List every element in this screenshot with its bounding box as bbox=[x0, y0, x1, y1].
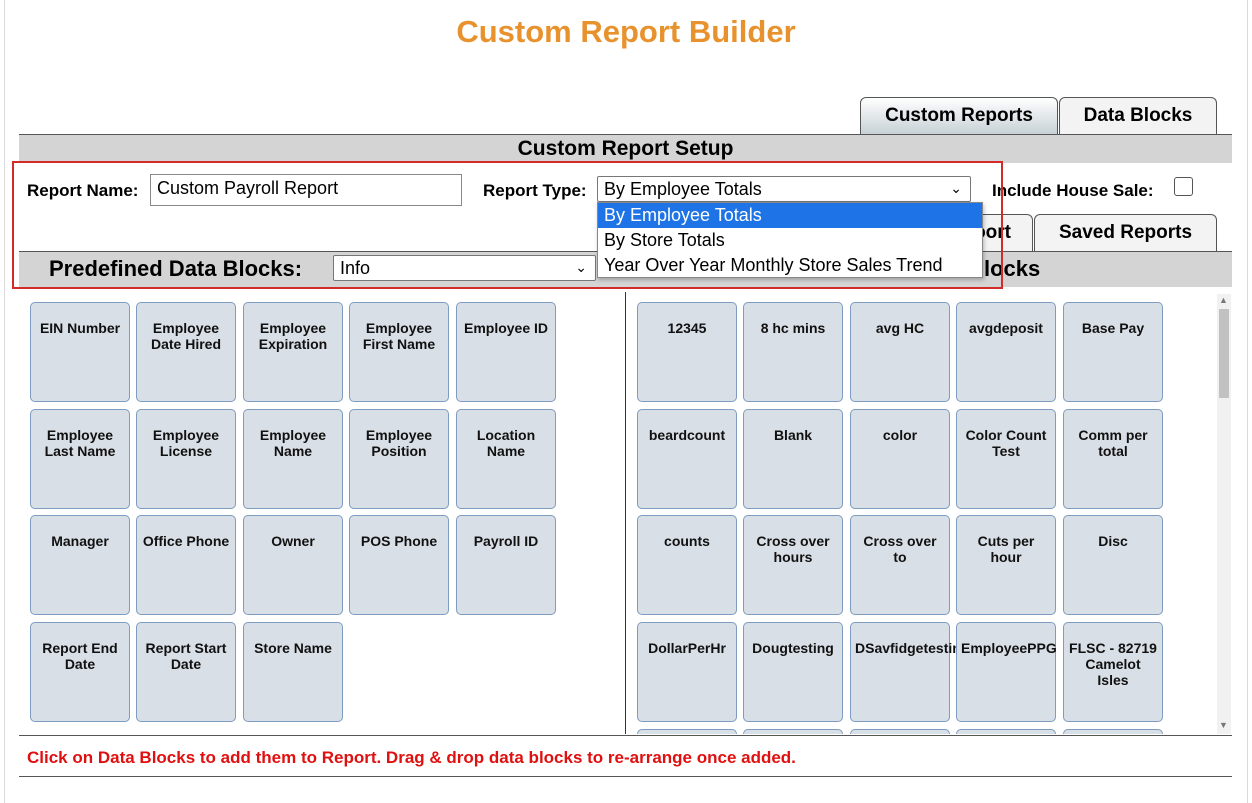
data-block[interactable]: Report Start Date bbox=[136, 622, 236, 722]
tab-custom-reports[interactable]: Custom Reports bbox=[860, 97, 1058, 135]
report-type-value: By Employee Totals bbox=[604, 179, 762, 199]
tab-data-blocks[interactable]: Data Blocks bbox=[1059, 97, 1217, 135]
data-block[interactable]: Disc bbox=[1063, 515, 1163, 615]
include-house-sale-checkbox[interactable] bbox=[1174, 177, 1193, 196]
report-type-option[interactable]: By Store Totals bbox=[604, 230, 725, 250]
scrollbar-thumb[interactable] bbox=[1219, 309, 1229, 398]
setup-title: Custom Report Setup bbox=[517, 137, 734, 160]
scroll-down-arrow-icon[interactable]: ▼ bbox=[1219, 720, 1228, 730]
data-block[interactable]: Owner bbox=[243, 515, 343, 615]
data-block[interactable]: Employee Expiration bbox=[243, 302, 343, 402]
data-block[interactable]: EmployeePPG bbox=[956, 622, 1057, 722]
report-name-label: Report Name: bbox=[27, 181, 139, 200]
data-block[interactable]: Employee First Name bbox=[349, 302, 449, 402]
data-block[interactable]: Report End Date bbox=[30, 622, 130, 722]
data-block[interactable]: Employee Date Hired bbox=[136, 302, 236, 402]
page-frame bbox=[4, 0, 1248, 803]
scrollbar-track[interactable] bbox=[1217, 294, 1231, 734]
data-block[interactable]: Base Pay bbox=[1063, 302, 1163, 402]
data-block[interactable]: beardcount bbox=[637, 409, 737, 509]
scroll-up-arrow-icon[interactable]: ▲ bbox=[1219, 295, 1228, 305]
data-block[interactable] bbox=[850, 729, 950, 734]
page-title: Custom Report Builder bbox=[456, 14, 796, 49]
data-block[interactable]: color bbox=[850, 409, 950, 509]
data-block[interactable]: Office Phone bbox=[136, 515, 236, 615]
divider bbox=[19, 735, 1232, 736]
data-block[interactable]: Manager bbox=[30, 515, 130, 615]
data-block[interactable]: Color Count Test bbox=[956, 409, 1056, 509]
data-block[interactable] bbox=[1063, 729, 1163, 734]
data-block[interactable]: Cross over to bbox=[850, 515, 950, 615]
data-block[interactable]: Cuts per hour bbox=[956, 515, 1056, 615]
data-block[interactable]: 8 hc mins bbox=[743, 302, 843, 402]
data-block[interactable]: FLSC - 82719 Camelot Isles bbox=[1063, 622, 1163, 722]
custom-blocks-grid: 12345 8 hc mins avg HC avgdeposit Base P… bbox=[630, 294, 1216, 734]
report-name-input[interactable]: Custom Payroll Report bbox=[150, 174, 462, 206]
data-block[interactable]: Location Name bbox=[456, 409, 556, 509]
data-block[interactable]: avgdeposit bbox=[956, 302, 1056, 402]
include-house-sale-label: Include House Sale: bbox=[992, 181, 1154, 200]
data-block[interactable]: Employee Last Name bbox=[30, 409, 130, 509]
data-block[interactable]: DollarPerHr bbox=[637, 622, 737, 722]
data-block[interactable]: Payroll ID bbox=[456, 515, 556, 615]
data-block[interactable] bbox=[743, 729, 843, 734]
tab-saved-reports[interactable]: Saved Reports bbox=[1034, 214, 1217, 252]
data-block[interactable] bbox=[637, 729, 737, 734]
data-block[interactable]: Blank bbox=[743, 409, 843, 509]
data-block[interactable]: 12345 bbox=[637, 302, 737, 402]
data-block[interactable]: Employee ID bbox=[456, 302, 556, 402]
data-block[interactable]: Comm per total bbox=[1063, 409, 1163, 509]
data-block[interactable]: Employee Name bbox=[243, 409, 343, 509]
report-type-option[interactable]: By Employee Totals bbox=[598, 203, 982, 228]
chevron-down-icon: ⌄ bbox=[950, 180, 962, 196]
panel-divider bbox=[625, 292, 626, 734]
report-type-dropdown: By Employee Totals By Store Totals Year … bbox=[597, 202, 983, 278]
data-block[interactable]: Store Name bbox=[243, 622, 343, 722]
data-block[interactable] bbox=[956, 729, 1056, 734]
data-block[interactable]: EIN Number bbox=[30, 302, 130, 402]
report-type-select[interactable]: By Employee Totals ⌄ bbox=[597, 176, 971, 202]
data-block[interactable]: DSavfidgetesting bbox=[850, 622, 969, 722]
data-block[interactable]: Employee Position bbox=[349, 409, 449, 509]
data-block[interactable]: Cross over hours bbox=[743, 515, 843, 615]
predefined-label: Predefined Data Blocks: bbox=[49, 256, 303, 281]
instruction-text: Click on Data Blocks to add them to Repo… bbox=[27, 748, 796, 767]
data-block[interactable]: Dougtesting bbox=[743, 622, 843, 722]
chevron-down-icon: ⌄ bbox=[575, 259, 587, 275]
data-block[interactable]: POS Phone bbox=[349, 515, 449, 615]
data-block[interactable]: Employee License bbox=[136, 409, 236, 509]
report-type-label: Report Type: bbox=[483, 181, 587, 200]
data-block[interactable]: counts bbox=[637, 515, 737, 615]
predefined-filter-value: Info bbox=[340, 258, 371, 278]
divider bbox=[19, 776, 1232, 777]
custom-blocks-label-fragment: locks bbox=[984, 256, 1041, 281]
setup-bar: Custom Report Setup bbox=[19, 134, 1232, 163]
data-block[interactable]: avg HC bbox=[850, 302, 950, 402]
predefined-filter-select[interactable]: Info ⌄ bbox=[333, 255, 596, 281]
report-type-option[interactable]: Year Over Year Monthly Store Sales Trend bbox=[604, 255, 943, 275]
